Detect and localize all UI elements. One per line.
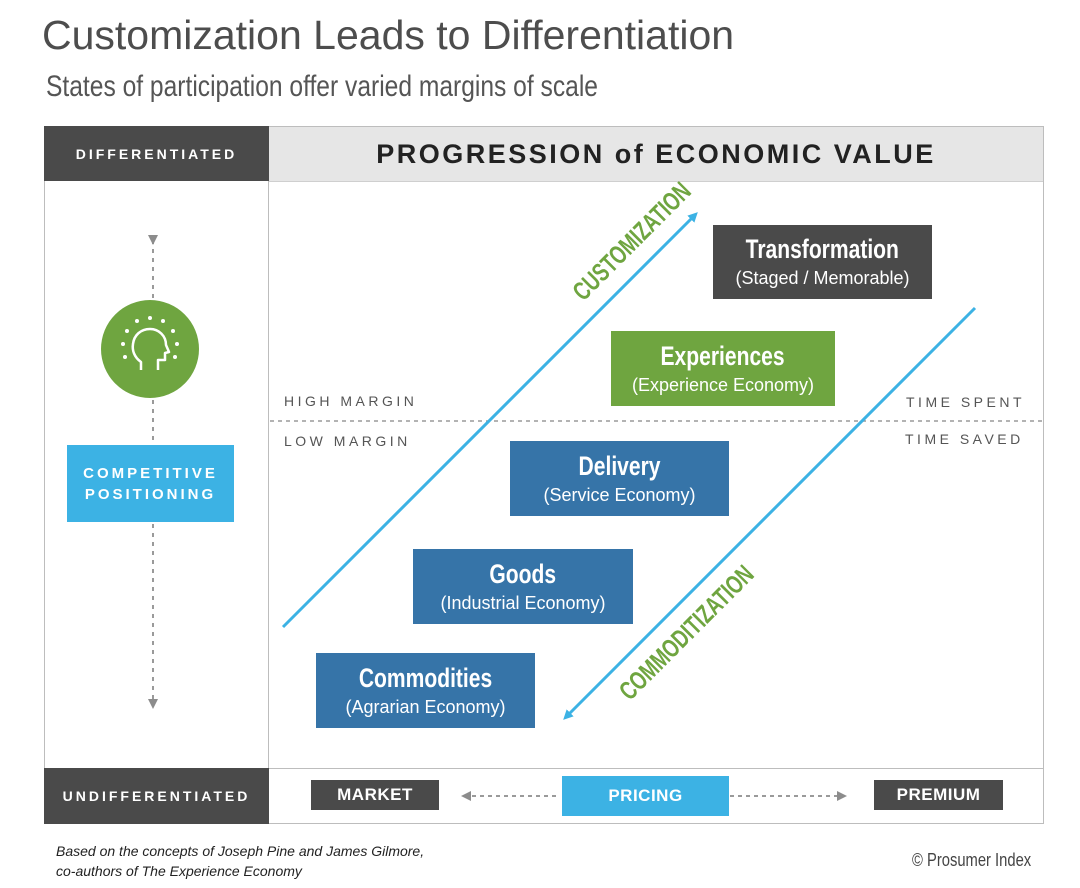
footnote-line2: co-authors of The Experience Economy [56, 863, 302, 879]
stage-name: Goods [489, 558, 557, 589]
stage-sub: (Industrial Economy) [440, 592, 606, 613]
stage-sub: (Staged / Memorable) [735, 268, 910, 288]
high-margin-label: HIGH MARGIN [284, 393, 418, 409]
diagram-frame [44, 126, 1044, 824]
stage-delivery: Delivery (Service Economy) [510, 441, 729, 516]
low-margin-label: LOW MARGIN [284, 433, 411, 449]
copyright: © Prosumer Index [912, 850, 1032, 870]
customization-arrow [281, 212, 698, 629]
competitive-label: COMPETITIVE [83, 464, 218, 482]
stage-name: Commodities [358, 662, 493, 693]
time-saved-label: TIME SAVED [905, 431, 1024, 447]
footnote-line1: Based on the concepts of Joseph Pine and… [56, 843, 425, 859]
head-idea-icon [101, 300, 199, 398]
pricing-label: PRICING [562, 776, 729, 816]
frame-divider-vertical [268, 126, 269, 824]
undifferentiated-label: UNDIFFERENTIATED [44, 768, 269, 824]
footnote: Based on the concepts of Joseph Pine and… [56, 841, 424, 881]
differentiated-label: DIFFERENTIATED [44, 126, 269, 181]
progression-header: PROGRESSION of ECONOMIC VALUE [269, 127, 1043, 182]
market-label: MARKET [311, 780, 439, 810]
frame-divider-horizontal [268, 768, 1044, 769]
stage-sub: (Service Economy) [543, 484, 696, 505]
stage-goods: Goods (Industrial Economy) [413, 549, 633, 624]
premium-label: PREMIUM [874, 780, 1003, 810]
page-subtitle: States of participation offer varied mar… [46, 70, 598, 103]
stage-experiences: Experiences (Experience Economy) [611, 331, 835, 406]
stage-sub: (Agrarian Economy) [345, 696, 506, 717]
stage-name: Experiences [660, 340, 786, 371]
stage-transformation: Transformation (Staged / Memorable) [713, 225, 932, 299]
stage-commodities: Commodities (Agrarian Economy) [316, 653, 535, 728]
page-title: Customization Leads to Differentiation [42, 12, 735, 58]
competitive-positioning-label: COMPETITIVE POSITIONING [67, 445, 234, 522]
stage-name: Delivery [578, 450, 661, 481]
stage-sub: (Experience Economy) [631, 374, 815, 395]
positioning-label: POSITIONING [84, 485, 217, 503]
stage-name: Transformation [745, 234, 900, 264]
time-spent-label: TIME SPENT [906, 394, 1026, 410]
commoditization-arrow [563, 306, 977, 720]
